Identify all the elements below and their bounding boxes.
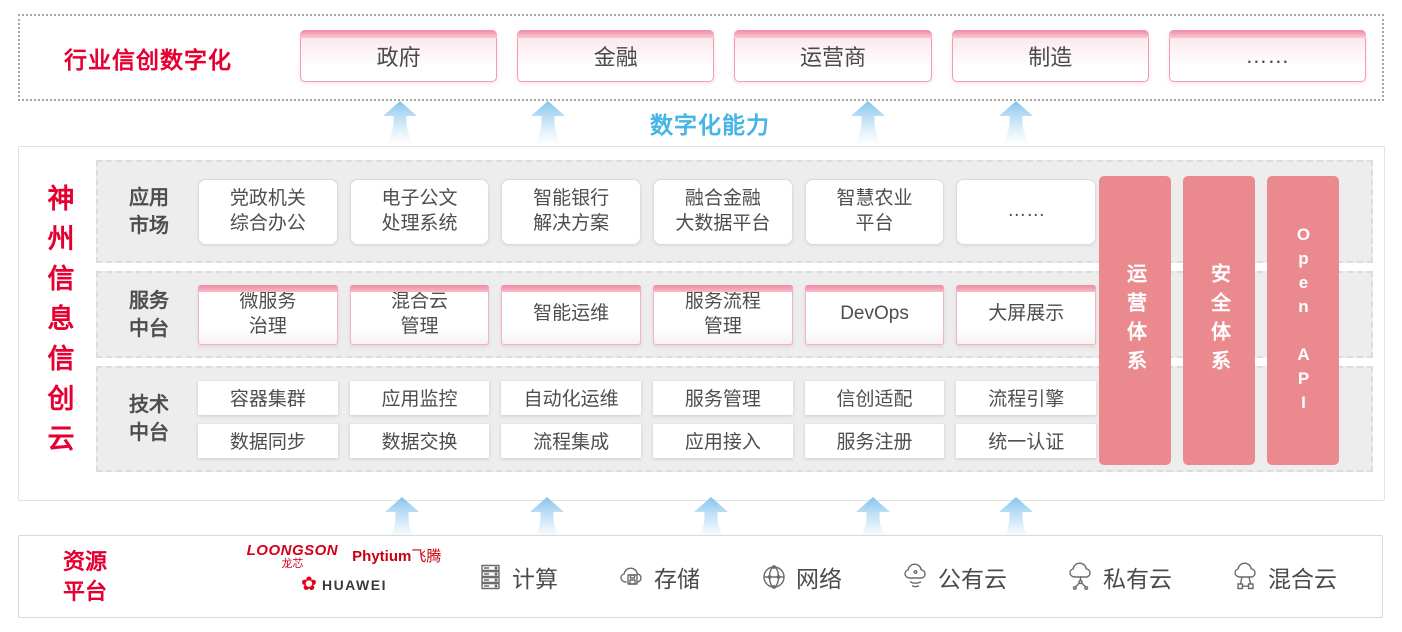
up-arrow-icon [856, 497, 890, 541]
loongson-logo: LOONGSON 龙芯 [246, 542, 339, 570]
capability-label: 数字化能力 [650, 111, 770, 138]
network-icon [763, 564, 785, 589]
industry-section: 行业信创数字化 政府 金融 运营商 制造 …… [18, 14, 1384, 101]
row-label-app-market: 应用 市场 [129, 186, 169, 237]
row-label-service-platform: 服务 中台 [129, 289, 169, 340]
resource-platform-section: 资源 平台 LOONGSON 龙芯 Phytium飞腾 ✿ HUAWEI [18, 535, 1383, 618]
service-box: 服务流程 管理 [653, 284, 793, 345]
tech-box: 统一认证 [956, 423, 1097, 458]
app-box-more: …… [956, 178, 1097, 245]
service-box: 混合云 管理 [349, 284, 490, 345]
private-cloud-icon [1069, 562, 1091, 590]
industry-box-government: 政府 [300, 30, 498, 82]
pillar-bars: 运营体系 安全体系 Open API [1099, 176, 1339, 465]
app-box: 电子公文 处理系统 [349, 178, 490, 245]
row-label-tech-platform: 技术 中台 [129, 394, 169, 444]
app-market-boxes: 党政机关 综合办公 电子公文 处理系统 智能银行 解决方案 融合金融 大数据平台… [198, 178, 1097, 245]
industry-box-row: 政府 金融 运营商 制造 …… [300, 30, 1367, 82]
resource-network: 网络 [758, 560, 842, 594]
tech-box: 数据同步 [198, 423, 338, 458]
public-cloud-icon [904, 563, 926, 587]
service-box-cap [956, 284, 1097, 292]
tech-box: 服务管理 [653, 380, 793, 415]
tech-box: 自动化运维 [501, 380, 642, 415]
resource-public-cloud: 公有云 [900, 560, 1007, 594]
tech-box: 容器集群 [198, 380, 338, 415]
capability-band: 数字化能力 [0, 99, 1402, 146]
app-box: 智慧农业 平台 [804, 178, 945, 245]
industry-box-carrier: 运营商 [734, 30, 932, 82]
service-platform-boxes: 微服务 治理 混合云 管理 智能运维 服务流程 管理 DevOps 大屏展示 [198, 284, 1097, 345]
industry-box-cap [517, 30, 715, 38]
tech-box: 流程引擎 [956, 380, 1097, 415]
service-box-cap [349, 284, 490, 292]
up-arrow-icon [385, 497, 419, 541]
up-arrow-icon [531, 101, 565, 145]
hybrid-cloud-icon [1234, 562, 1256, 589]
service-box-cap [198, 284, 338, 292]
resource-hybrid-cloud: 混合云 [1230, 560, 1337, 594]
tech-box: 信创适配 [804, 380, 945, 415]
up-arrow-icon [694, 497, 728, 541]
resource-compute: 计算 [474, 560, 558, 594]
service-box: DevOps [804, 284, 945, 345]
industry-box-cap [300, 30, 498, 38]
service-box-cap [501, 284, 642, 292]
cloud-platform-title: 神州信息信创云 [43, 183, 74, 464]
compute-icon [481, 564, 500, 589]
tech-platform-row: 技术 中台 容器集群 应用监控 自动化运维 服务管理 信创适配 流程引擎 数据同… [96, 366, 1373, 472]
service-box: 智能运维 [501, 284, 642, 345]
industry-box-cap [734, 30, 932, 38]
app-box: 智能银行 解决方案 [501, 178, 642, 245]
resource-private-cloud: 私有云 [1065, 560, 1172, 594]
pillar-security-system: 安全体系 [1183, 176, 1255, 465]
industry-section-title: 行业信创数字化 [64, 46, 232, 73]
up-arrow-icon [999, 101, 1033, 145]
tech-row-bottom: 数据同步 数据交换 流程集成 应用接入 服务注册 统一认证 [198, 423, 1097, 458]
industry-box-cap [951, 30, 1149, 38]
service-box: 大屏展示 [956, 284, 1097, 345]
tech-box: 服务注册 [804, 423, 945, 458]
tech-box: 应用接入 [653, 423, 793, 458]
tech-row-top: 容器集群 应用监控 自动化运维 服务管理 信创适配 流程引擎 [198, 380, 1097, 415]
resource-list: 计算 存储 [474, 536, 1337, 617]
industry-box-more: …… [1168, 30, 1367, 82]
industry-box-finance: 金融 [517, 30, 715, 82]
pillar-open-api: Open API [1267, 176, 1339, 465]
up-arrow-icon [383, 101, 417, 145]
tech-box: 数据交换 [349, 423, 490, 458]
phytium-logo: Phytium飞腾 [352, 548, 442, 565]
service-box-cap [804, 284, 945, 292]
tech-box: 应用监控 [349, 380, 490, 415]
vendor-logos: LOONGSON 龙芯 Phytium飞腾 ✿ HUAWEI [214, 543, 474, 594]
tech-platform-boxes: 容器集群 应用监控 自动化运维 服务管理 信创适配 流程引擎 数据同步 数据交换… [198, 380, 1097, 458]
resource-arrows-band [0, 497, 1402, 541]
up-arrow-icon [530, 497, 564, 541]
resource-storage: 存储 [616, 560, 700, 594]
app-box: 融合金融 大数据平台 [653, 178, 793, 245]
pillar-operation-system: 运营体系 [1099, 176, 1171, 465]
up-arrow-icon [851, 101, 885, 145]
industry-box-manufacturing: 制造 [951, 30, 1149, 82]
huawei-logo: ✿ HUAWEI [301, 574, 387, 595]
huawei-flower-icon: ✿ [301, 574, 317, 595]
cloud-platform-section: 神州信息信创云 应用 市场 党政机关 综合办公 电子公文 处理系统 智能银行 解… [18, 146, 1385, 501]
industry-box-cap [1168, 30, 1367, 38]
app-box: 党政机关 综合办公 [198, 178, 338, 245]
service-box-cap [653, 284, 793, 292]
resource-platform-title: 资源 平台 [63, 548, 108, 604]
up-arrow-icon [999, 497, 1033, 541]
storage-icon [620, 567, 642, 585]
tech-box: 流程集成 [501, 423, 642, 458]
service-box: 微服务 治理 [198, 284, 338, 345]
